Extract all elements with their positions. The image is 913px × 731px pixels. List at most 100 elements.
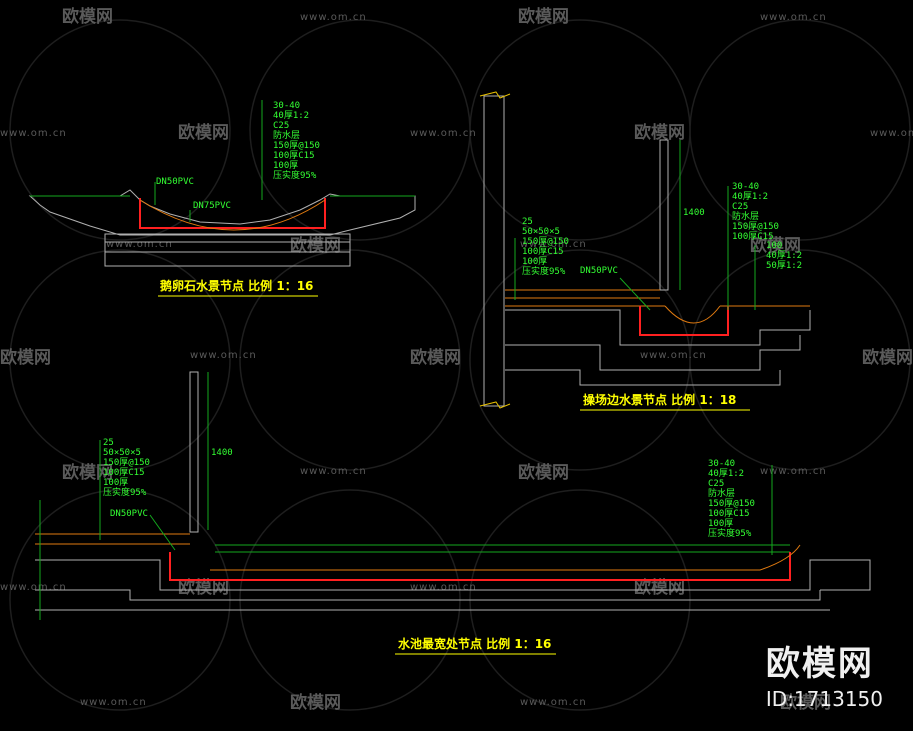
layer-label: 150厚@150 xyxy=(708,498,755,509)
foundation-base xyxy=(505,369,781,386)
pipe-label-bottom: DN75PVC xyxy=(193,201,231,211)
layer-label: 150厚@150 xyxy=(732,221,779,232)
detail-1-title: 鹅卵石水景节点 比例 1：16 xyxy=(160,278,313,293)
layer-label: 100厚C15 xyxy=(103,467,145,478)
watermark-logo: 欧模网 xyxy=(634,122,685,143)
watermark-url: www.om.cn xyxy=(300,12,367,23)
layer-label: 50×50×5 xyxy=(103,448,141,458)
pipe-label: DN50PVC xyxy=(110,509,148,519)
layer-label: 25 xyxy=(103,438,114,448)
watermark-logo: 欧模网 xyxy=(518,462,569,483)
layer-label: C25 xyxy=(732,202,748,212)
model-id: ID:1713150 xyxy=(765,687,883,711)
watermark-logo: 欧模网 xyxy=(0,347,51,368)
layer-label: 40厚1:2 xyxy=(766,250,802,261)
watermark-url: www.om.cn xyxy=(190,350,257,361)
layer-label: 40厚1:2 xyxy=(732,191,768,202)
watermark-logo: 欧模网 xyxy=(178,577,229,598)
watermark-url: www.om.cn xyxy=(520,697,587,708)
watermark-url: www.om.cn xyxy=(0,582,67,593)
post xyxy=(189,371,199,533)
wall xyxy=(483,95,505,407)
foundation-top xyxy=(505,309,811,346)
layer-label: 100厚C15 xyxy=(273,150,315,161)
watermark-url: www.om.cn xyxy=(760,466,827,477)
watermark-logo: 欧模网 xyxy=(518,6,569,27)
compacted-soil xyxy=(104,251,351,267)
leader-line xyxy=(619,277,651,311)
layer-label: 30-40 xyxy=(708,459,735,469)
watermark-logo: 欧模网 xyxy=(862,347,913,368)
watermark-url: www.om.cn xyxy=(760,12,827,23)
dimension-label: 1400 xyxy=(211,448,233,458)
post xyxy=(659,139,669,291)
watermark-logo: 欧模网 xyxy=(290,235,341,256)
layer-label: 150厚@150 xyxy=(273,140,320,151)
watermark-url: www.om.cn xyxy=(0,128,67,139)
break-line xyxy=(479,91,511,99)
layer-label: 100厚 xyxy=(273,160,298,171)
watermark-url: www.om.cn xyxy=(106,239,173,250)
watermark-texts: 欧模网 www.om.cn 欧模网 www.om.cn www.om.cn 欧模… xyxy=(0,6,913,713)
foundation-mid xyxy=(505,335,801,371)
dimension-label: 1400 xyxy=(683,208,705,218)
watermark-url: www.om.cn xyxy=(410,128,477,139)
detail-3-section: 1400 25 50×50×5 150厚@150 100厚C15 100厚 压实… xyxy=(35,371,871,655)
pool-floor xyxy=(210,544,801,571)
pipe-label-top: DN50PVC xyxy=(156,177,194,187)
detail-3-title: 水池最宽处节点 比例 1：16 xyxy=(398,636,551,651)
pool-basin xyxy=(169,552,791,581)
layer-label: 100厚 xyxy=(103,477,128,488)
layer-label: 30-40 xyxy=(732,182,759,192)
watermark-url: www.om.cn xyxy=(300,466,367,477)
pool-basin xyxy=(639,306,729,336)
watermark-logo: 欧模网 xyxy=(410,347,461,368)
detail-2-title: 操场边水景节点 比例 1：18 xyxy=(583,392,736,407)
watermark-logo: 欧模网 xyxy=(750,235,801,256)
foundation-mid xyxy=(35,589,821,601)
layer-label: 100厚C15 xyxy=(708,508,750,519)
layer-label: 压实度95% xyxy=(103,486,147,498)
layer-label: 100厚 xyxy=(522,256,547,267)
layer-label: 压实度95% xyxy=(273,169,317,181)
watermark-logo: 欧模网 xyxy=(178,122,229,143)
layer-label: 150厚@150 xyxy=(522,236,569,247)
watermark-url: www.om.cn xyxy=(520,239,587,250)
detail-1-section: 30-40 40厚1:2 C25 防水层 150厚@150 100厚C15 10… xyxy=(28,100,416,297)
brand-logo: 欧模网 xyxy=(765,644,874,684)
layer-label: 压实度95% xyxy=(708,527,752,539)
layer-label: 30-40 xyxy=(273,101,300,111)
layer-label: 25 xyxy=(522,217,533,227)
layer-label: 防水层 xyxy=(273,129,300,141)
pebble-surface xyxy=(139,199,326,231)
watermark-logo: 欧模网 xyxy=(780,692,831,713)
layer-label: 100厚 xyxy=(708,518,733,529)
watermark-url: www.om.cn xyxy=(410,582,477,593)
layer-label: 50厚1:2 xyxy=(766,260,802,271)
layer-label: 40厚1:2 xyxy=(273,110,309,121)
watermark-url: www.om.cn xyxy=(80,697,147,708)
pipe-label: DN50PVC xyxy=(580,266,618,276)
watermark-url: www.om.cn xyxy=(870,128,913,139)
pool-surface xyxy=(664,305,721,324)
brand-watermark: 欧模网 ID:1713150 xyxy=(766,636,883,711)
layer-label: 防水层 xyxy=(732,210,759,222)
layer-label: C25 xyxy=(273,121,289,131)
watermark-url: www.om.cn xyxy=(640,350,707,361)
layer-label: 150厚@150 xyxy=(103,457,150,468)
watermark-logo: 欧模网 xyxy=(290,692,341,713)
pool-basin xyxy=(139,198,326,229)
watermark-logo: 欧模网 xyxy=(62,6,113,27)
soil-edge xyxy=(810,559,871,591)
watermark-logo: 欧模网 xyxy=(634,577,685,598)
layer-label: C25 xyxy=(708,479,724,489)
layer-label: 50×50×5 xyxy=(522,227,560,237)
layer-label: 100厚C15 xyxy=(732,231,774,242)
layer-label: 压实度95% xyxy=(522,265,566,277)
break-line xyxy=(479,401,511,409)
leader-line xyxy=(149,514,176,551)
layer-label: 防水层 xyxy=(708,487,735,499)
layer-label: 100厚C15 xyxy=(522,246,564,257)
